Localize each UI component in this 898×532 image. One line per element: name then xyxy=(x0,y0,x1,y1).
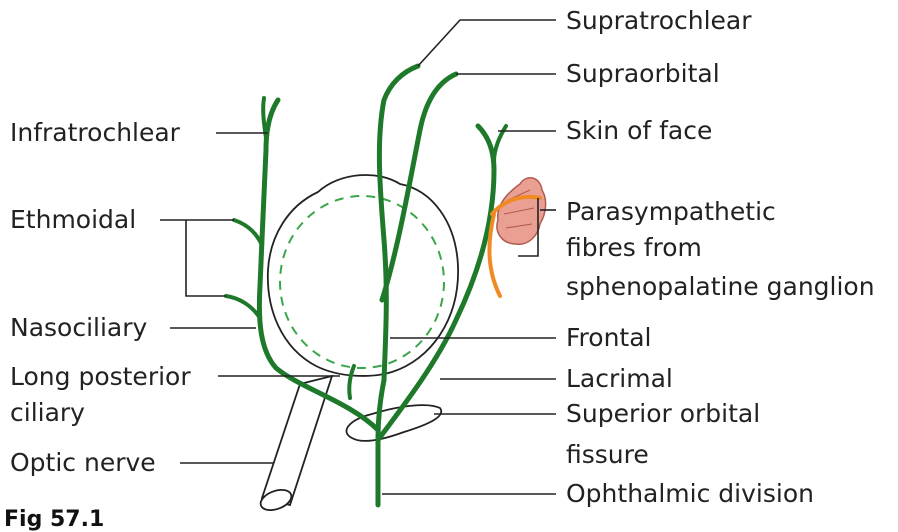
ethmoidal-branch-lower xyxy=(224,294,262,320)
label-superior-orbital-line-1: Superior orbital xyxy=(566,399,761,428)
label-long-posterior-line-2: ciliary xyxy=(10,398,85,427)
long-posterior-ciliary-nerve xyxy=(347,364,356,400)
label-infratrochlear: Infratrochlear xyxy=(10,118,180,147)
label-ethmoidal: Ethmoidal xyxy=(10,205,137,234)
label-skin-of-face: Skin of face xyxy=(566,116,713,145)
label-parasympathetic-line-3: sphenopalatine ganglion xyxy=(566,272,875,301)
label-frontal: Frontal xyxy=(566,323,652,352)
infratrochlear-branch xyxy=(261,96,268,140)
lacrimal-nerve xyxy=(375,123,497,443)
label-optic-nerve: Optic nerve xyxy=(10,448,156,477)
supraorbital-nerve xyxy=(379,71,459,303)
label-long-posterior-line-1: Long posterior xyxy=(10,362,191,391)
frontal-nerve xyxy=(376,63,421,383)
label-ophthalmic-division: Ophthalmic division xyxy=(566,479,814,508)
label-supratrochlear: Supratrochlear xyxy=(566,6,752,35)
label-nasociliary: Nasociliary xyxy=(10,313,148,342)
nasociliary-nerve xyxy=(256,97,381,433)
ophthalmic-nerve-tree xyxy=(224,63,508,508)
leader-lines xyxy=(160,19,556,495)
eyeball xyxy=(267,174,459,377)
parasympathetic-fibres xyxy=(487,195,542,298)
dashed-globe-outline xyxy=(279,195,445,369)
label-superior-orbital-line-2: fissure xyxy=(566,440,649,469)
ophthalmic-division-trunk xyxy=(375,377,387,508)
superior-orbital-fissure-drawing xyxy=(345,404,443,442)
label-lacrimal: Lacrimal xyxy=(566,364,673,393)
sphenopalatine-ganglion xyxy=(496,177,547,245)
optic-nerve-drawing xyxy=(259,374,334,511)
skin-of-face-branch xyxy=(492,124,508,164)
ethmoidal-branch-upper xyxy=(232,218,264,247)
label-parasympathetic-line-2: fibres from xyxy=(566,233,702,262)
label-supraorbital: Supraorbital xyxy=(566,59,720,88)
label-parasympathetic-line-1: Parasympathetic xyxy=(566,197,776,226)
figure-number: Fig 57.1 xyxy=(4,507,105,532)
